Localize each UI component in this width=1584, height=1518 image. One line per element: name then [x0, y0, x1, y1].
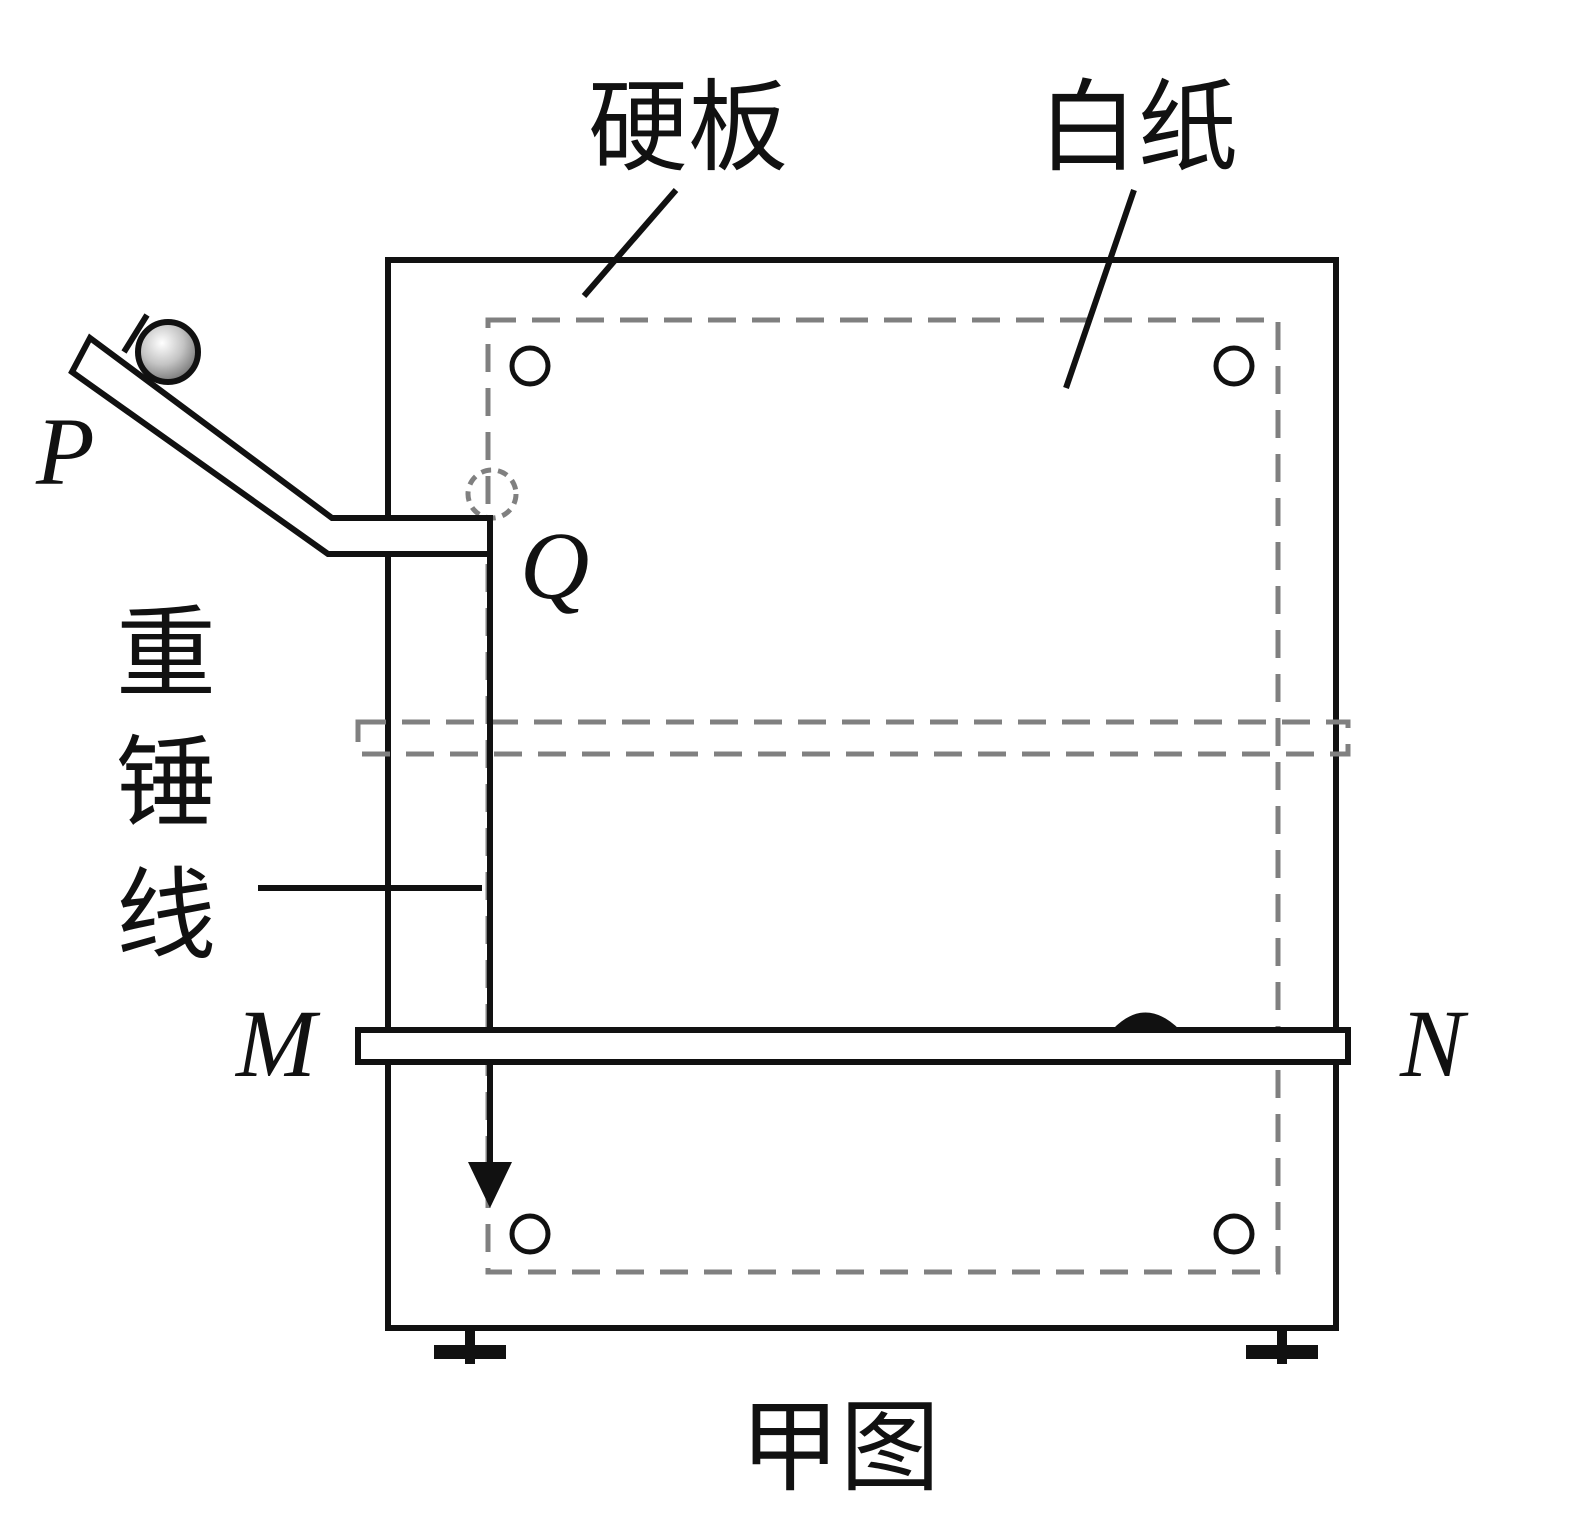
label-plumb-1: 重 — [116, 595, 216, 712]
caption: 甲图 — [740, 1389, 940, 1506]
hard-board — [385, 257, 1339, 1331]
ball — [135, 319, 201, 385]
label-plumb-2: 锤 — [116, 725, 216, 842]
hole-top-left — [509, 345, 551, 387]
label-point-q: Q — [520, 512, 589, 619]
label-point-m: M — [234, 990, 321, 1097]
label-point-n: N — [1399, 990, 1469, 1097]
board-leader — [581, 188, 679, 298]
label-point-p: P — [35, 398, 95, 505]
inclined-chute — [68, 333, 493, 557]
hole-bottom-right — [1213, 1213, 1255, 1255]
label-hard-board: 硬板 — [588, 69, 788, 186]
dashed-ball-position — [465, 467, 519, 521]
label-white-paper: 白纸 — [1038, 69, 1238, 186]
bar-mn — [355, 1027, 1351, 1065]
white-paper — [485, 317, 1281, 1275]
dashed-bar — [355, 719, 1351, 757]
plumb-arrow — [468, 1162, 512, 1208]
paper-leader — [1063, 189, 1137, 389]
landing-mark — [1112, 1012, 1180, 1030]
hole-bottom-left — [509, 1213, 551, 1255]
ball-stopper — [121, 313, 150, 354]
hole-top-right — [1213, 345, 1255, 387]
label-plumb-3: 线 — [116, 857, 216, 974]
